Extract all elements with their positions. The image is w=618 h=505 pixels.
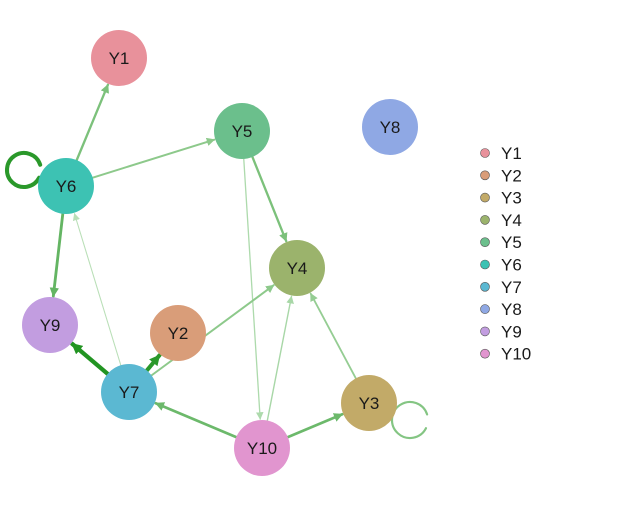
legend-label-y5: Y5 <box>501 233 522 252</box>
legend-swatch-y9 <box>480 326 490 337</box>
node-y2-circle <box>150 305 206 361</box>
legend-swatch-y1 <box>480 148 490 158</box>
legend-label-y2: Y2 <box>501 166 522 185</box>
legend-label-y1: Y1 <box>501 144 522 163</box>
node-y7[interactable]: Y7 <box>101 364 157 420</box>
edge-y5-to-y10 <box>243 158 264 420</box>
legend-label-y6: Y6 <box>501 256 522 275</box>
edge-y7-to-y2 <box>144 353 162 373</box>
edge-y3-to-y4 <box>309 292 357 380</box>
node-y1-label: Y1 <box>109 49 130 68</box>
edge-y6-to-y9 <box>49 212 65 298</box>
legend-swatch-y4 <box>480 215 490 225</box>
node-y6-circle <box>38 158 94 214</box>
node-y10[interactable]: Y10 <box>234 420 290 476</box>
legend-swatch-y2 <box>480 170 490 181</box>
legend-item-y10: Y10 <box>480 345 531 364</box>
node-y3-label: Y3 <box>359 394 380 413</box>
legend-item-y9: Y9 <box>480 322 522 341</box>
node-y9-label: Y9 <box>40 316 61 335</box>
legend-item-y8: Y8 <box>480 300 522 319</box>
legend-item-y6: Y6 <box>480 256 522 275</box>
legend-swatch-y5 <box>480 237 490 247</box>
node-y8-circle <box>362 99 418 155</box>
edge-y6-to-y6 <box>5 151 43 189</box>
legend-label-y8: Y8 <box>501 300 522 319</box>
node-y9-circle <box>22 297 78 353</box>
node-y4-circle <box>269 240 325 296</box>
legend-label-y3: Y3 <box>501 189 522 208</box>
legend-swatch-y10 <box>480 348 490 359</box>
node-y5-label: Y5 <box>232 122 253 141</box>
edge-y6-to-y1 <box>75 83 110 162</box>
node-y10-label: Y10 <box>247 439 277 458</box>
edges-layer <box>5 83 429 440</box>
edge-y7-to-y4 <box>150 284 275 377</box>
edge-y3-to-y3 <box>390 400 429 440</box>
node-y2-label: Y2 <box>168 324 189 343</box>
edge-y10-to-y7 <box>154 401 238 439</box>
legend-item-y2: Y2 <box>480 166 522 185</box>
legend-swatch-y8 <box>480 304 490 314</box>
edge-y6-to-y5 <box>91 137 216 179</box>
legend-item-y1: Y1 <box>480 144 522 163</box>
edge-y7-to-y9 <box>70 341 110 376</box>
edge-y7-to-y6 <box>72 213 122 366</box>
node-y3-circle <box>341 375 397 431</box>
node-y9[interactable]: Y9 <box>22 297 78 353</box>
legend-swatch-y7 <box>480 281 490 292</box>
legend-label-y7: Y7 <box>501 278 522 297</box>
legend-item-y3: Y3 <box>480 189 522 208</box>
node-y6[interactable]: Y6 <box>38 158 94 214</box>
legend-label-y4: Y4 <box>501 211 522 230</box>
node-y8[interactable]: Y8 <box>362 99 418 155</box>
legend-swatch-y3 <box>480 192 490 203</box>
node-y2[interactable]: Y2 <box>150 305 206 361</box>
node-y7-circle <box>101 364 157 420</box>
node-y1-circle <box>91 30 147 86</box>
edge-y10-to-y3 <box>286 412 344 439</box>
legend-item-y5: Y5 <box>480 233 522 252</box>
edge-y5-to-y4 <box>251 155 288 243</box>
node-y1[interactable]: Y1 <box>91 30 147 86</box>
node-y6-label: Y6 <box>56 177 77 196</box>
legend-swatch-y6 <box>480 259 490 270</box>
edge-y10-to-y4 <box>266 295 294 422</box>
legend-label-y9: Y9 <box>501 322 522 341</box>
node-y7-label: Y7 <box>119 383 140 402</box>
node-y10-circle <box>234 420 290 476</box>
legend-item-y7: Y7 <box>480 278 522 297</box>
node-y4[interactable]: Y4 <box>269 240 325 296</box>
legend-label-y10: Y10 <box>501 345 531 364</box>
node-y5-circle <box>214 103 270 159</box>
legend-item-y4: Y4 <box>480 211 522 230</box>
node-y5[interactable]: Y5 <box>214 103 270 159</box>
node-y8-label: Y8 <box>380 118 401 137</box>
node-y4-label: Y4 <box>287 259 308 278</box>
node-y3[interactable]: Y3 <box>341 375 397 431</box>
